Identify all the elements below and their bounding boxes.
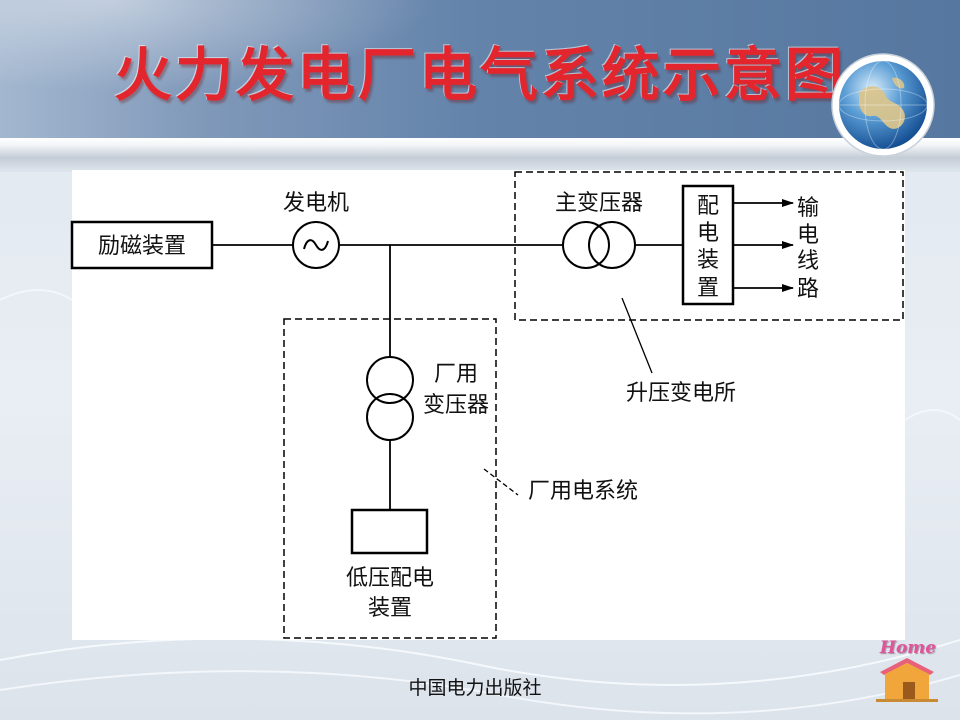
station-service-boundary [283,318,497,639]
lv-switchgear-label-line2: 装置 [368,596,412,621]
station-transformer-label-line2: 变压器 [423,393,489,418]
station-transformer-winding-1 [366,356,414,404]
transmission-line-char: 路 [797,277,819,302]
substation-boundary [514,171,904,321]
station-transformer-label-line1: 厂用 [434,362,478,387]
globe-icon [831,53,935,157]
slide-title: 火力发电厂电气系统示意图 [113,41,846,109]
switchgear-box [681,184,735,306]
sine-wave-icon [303,239,329,251]
switchgear-char: 置 [697,276,719,301]
main-transformer-winding-2 [588,221,636,269]
header-bar [0,0,960,138]
transmission-line-char: 线 [797,249,819,274]
station-transformer-winding-2 [366,393,414,441]
home-button[interactable]: Home [876,638,938,702]
main-transformer-label: 主变压器 [555,191,643,216]
lv-switchgear-label-line1: 低压配电 [346,566,434,591]
switchgear-char: 装 [697,248,719,273]
generator-label: 发电机 [283,191,349,216]
lv-switchgear-box [350,508,429,555]
substation-label: 升压变电所 [626,381,736,406]
header-highlight [0,0,960,138]
home-label[interactable]: Home [879,638,937,658]
switchgear-char: 电 [697,221,719,246]
substation-leader-line [621,297,653,374]
home-icon[interactable] [876,656,938,702]
header-divider [0,138,960,172]
publisher-footer: 中国电力出版社 [408,677,542,699]
switchgear-char: 配 [697,194,719,219]
station-system-leader-line [483,468,519,496]
main-transformer-winding-1 [562,221,610,269]
exciter-box [70,220,214,270]
station-system-label: 厂用电系统 [528,479,638,504]
transmission-line-char: 电 [797,223,819,248]
transmission-line-char: 输 [797,196,819,221]
exciter-label: 励磁装置 [98,234,186,259]
